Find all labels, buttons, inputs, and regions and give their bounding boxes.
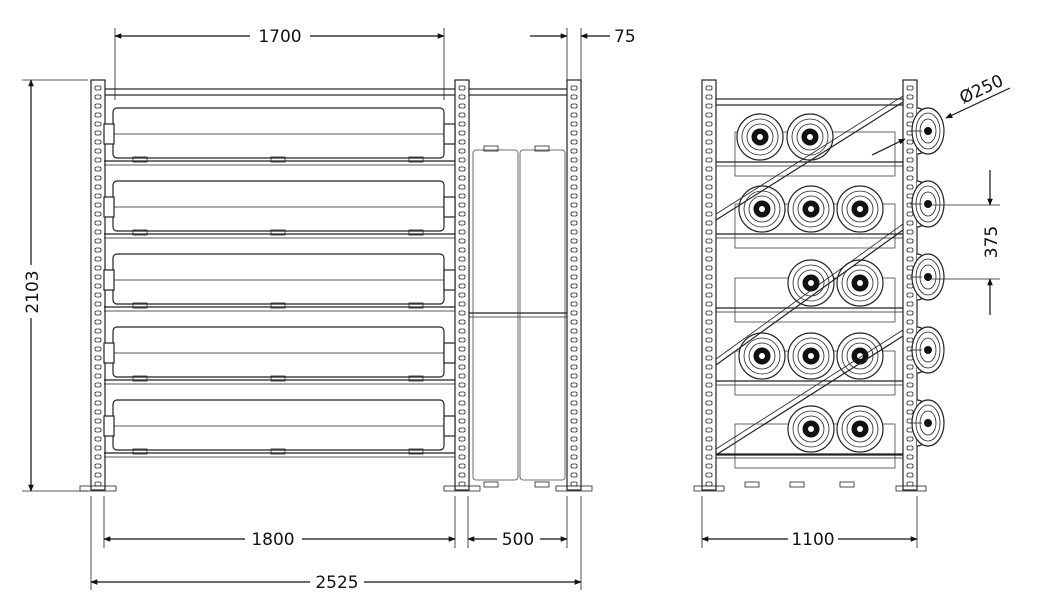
upright-middle [454,79,470,491]
front-roll-shelf [103,326,456,385]
upright-left [90,79,106,491]
outside-roll [910,107,945,155]
diagonal-bracing [715,95,904,456]
outside-rolls [910,107,945,447]
roll [738,332,786,380]
dim-label-1800: 1800 [251,530,294,550]
roll [738,185,786,233]
front-roll-shelf [103,107,456,166]
roll [836,259,884,307]
dim-label-75: 75 [614,27,636,47]
dimension-375: 375 [928,170,1002,315]
roll [736,113,784,161]
side-bay-storage [469,145,567,488]
side-view: Ø250 375 1100 [693,71,1011,550]
dimension-500: 500 [467,496,568,550]
dim-label-375: 375 [982,226,1002,258]
outside-roll [910,253,945,301]
front-roll-shelf [103,399,456,458]
side-roll-levels [716,113,903,488]
dim-label-500: 500 [502,530,534,550]
outside-roll [910,326,945,374]
front-view: 1700 75 2103 1800 [22,27,636,593]
front-roll-shelf [103,180,456,239]
roll [787,259,835,307]
dimension-1700: 1700 [114,27,445,100]
dim-label-2525: 2525 [315,573,358,593]
outside-roll [910,399,945,447]
dimension-1800: 1800 [103,496,456,550]
front-roll-shelf [103,253,456,312]
roll [836,185,884,233]
roll [836,405,884,453]
dimension-2103: 2103 [22,79,88,492]
roll [787,185,835,233]
roll [787,405,835,453]
front-roll-shelves [103,107,456,458]
roll [787,332,835,380]
dimension-2525: 2525 [90,496,582,593]
roll [786,113,834,161]
dimension-1100: 1100 [701,496,918,550]
roll [836,332,884,380]
dim-label-1100: 1100 [791,530,834,550]
dim-label-diameter: Ø250 [957,71,1007,109]
upright-side-left [701,79,717,491]
dim-label-1700: 1700 [258,27,301,47]
dim-label-2103: 2103 [23,270,43,313]
outside-roll [910,180,945,228]
upright-right [566,79,582,491]
dimension-75: 75 [530,27,636,84]
